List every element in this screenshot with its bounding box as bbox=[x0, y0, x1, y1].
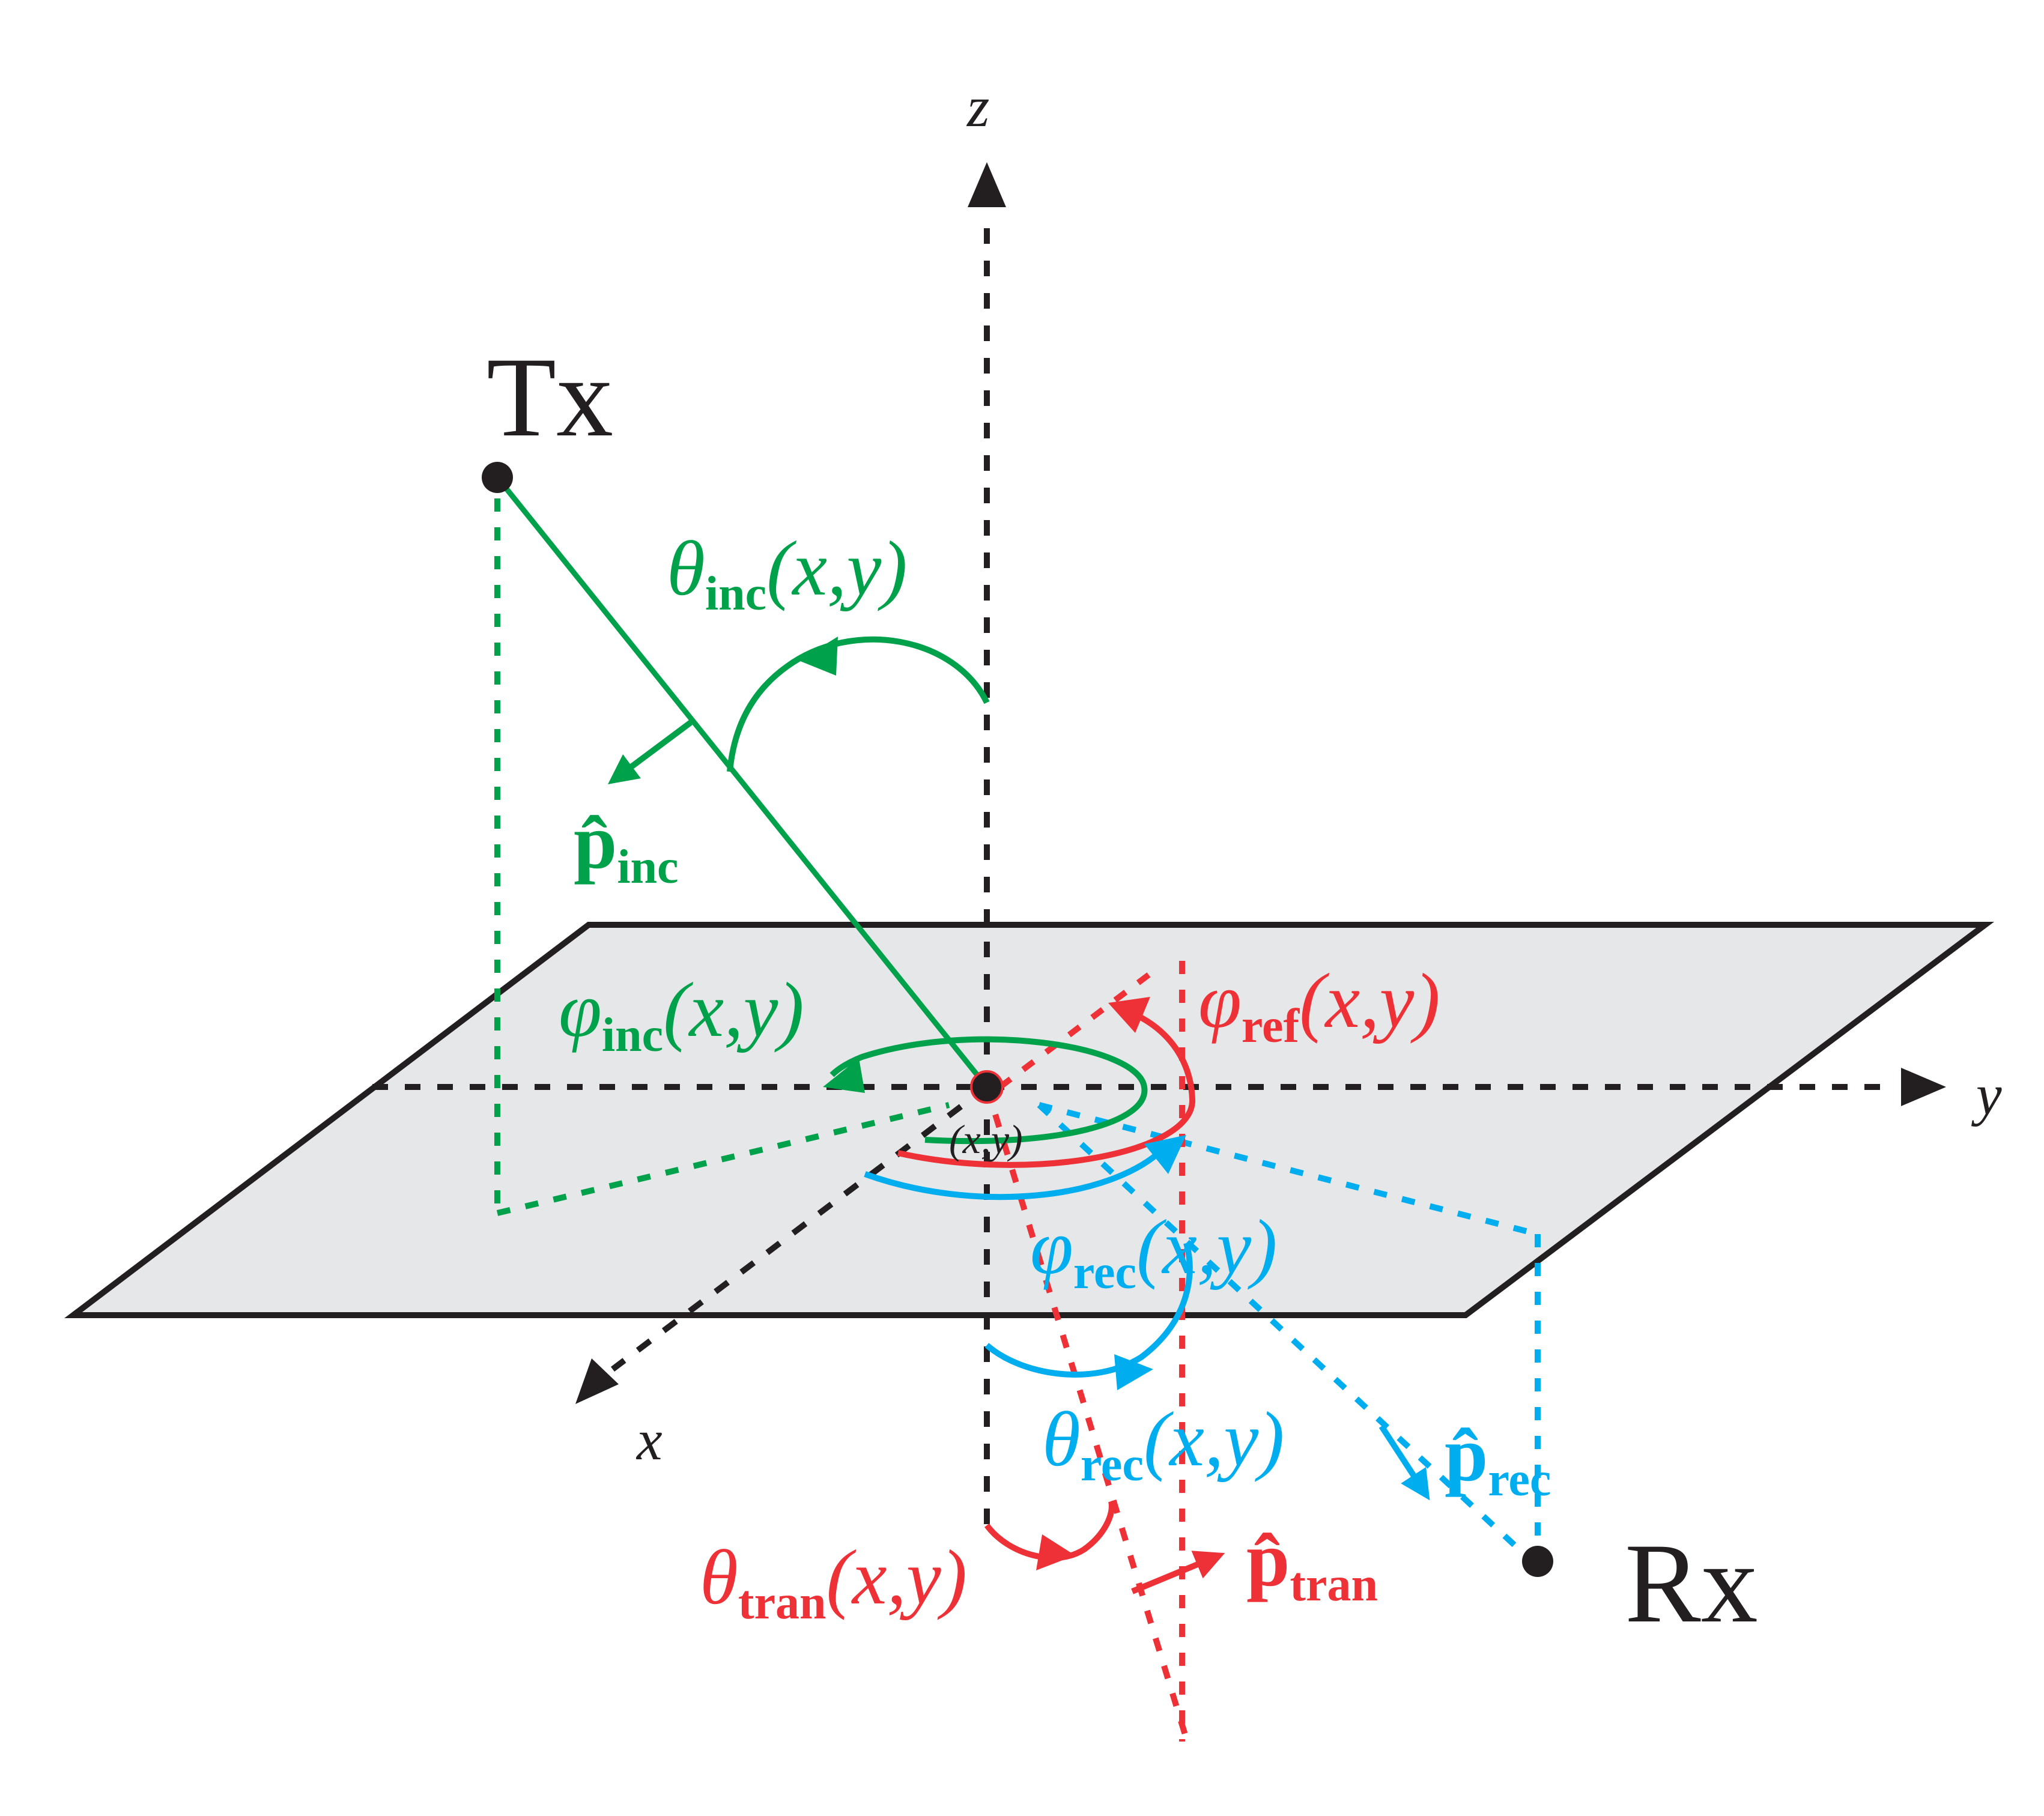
phi-inc-subscript: inc bbox=[602, 1009, 663, 1062]
reflected-ray bbox=[1037, 1103, 1528, 1558]
ref-direction-line bbox=[998, 964, 1162, 1089]
theta-rec-argument: (x,y) bbox=[1144, 1396, 1284, 1483]
theta-inc-symbol: θ bbox=[667, 525, 705, 612]
transmission-lines bbox=[984, 961, 1189, 1742]
phi-inc-arc bbox=[829, 1036, 1148, 1145]
phi-rec-symbol: φ bbox=[1030, 1204, 1073, 1291]
tx-label: Tx bbox=[487, 334, 613, 461]
y-axis-arrowhead bbox=[1901, 1068, 1946, 1106]
theta-tran-argument: (x,y) bbox=[826, 1534, 967, 1621]
rx-point bbox=[1522, 1546, 1553, 1577]
phi-inc-label: φinc(x,y) bbox=[559, 967, 804, 1062]
phi-ref-subscript: ref bbox=[1242, 1000, 1300, 1053]
phi-ref-label: φref(x,y) bbox=[1198, 958, 1440, 1053]
theta-tran-arrowhead bbox=[1036, 1534, 1075, 1570]
phi-rec-subscript: rec bbox=[1073, 1246, 1136, 1299]
tx-ground-projection bbox=[496, 1102, 950, 1216]
axis-arrowheads bbox=[575, 162, 1946, 1404]
theta-tran-label: θtran(x,y) bbox=[700, 1534, 967, 1629]
rx-projection bbox=[1037, 1102, 1541, 1558]
p-inc-symbol: p̂ bbox=[574, 799, 617, 885]
origin-point bbox=[970, 1070, 1004, 1104]
p-rec-subscript: rec bbox=[1488, 1453, 1551, 1506]
theta-rec-arrowhead bbox=[1114, 1354, 1153, 1390]
phi-rec-label: φrec(x,y) bbox=[1030, 1204, 1277, 1299]
origin-label: (x,y) bbox=[949, 1116, 1023, 1162]
x-axis-line bbox=[610, 1085, 989, 1372]
y-axis-label: y bbox=[1971, 1062, 2002, 1127]
z-axis-label: z bbox=[966, 74, 989, 139]
p-tran-label: p̂tran bbox=[1246, 1516, 1378, 1611]
theta-rec-symbol: θ bbox=[1042, 1396, 1081, 1483]
phi-ref-symbol: φ bbox=[1198, 958, 1242, 1044]
p-inc-label: p̂inc bbox=[574, 799, 679, 894]
phi-rec-arrowhead bbox=[1144, 1135, 1186, 1174]
z-axis-arrowhead bbox=[968, 162, 1006, 207]
phi-rec-argument: (x,y) bbox=[1136, 1204, 1277, 1291]
p-rec-arrow bbox=[1378, 1424, 1430, 1501]
theta-rec-arc bbox=[984, 1242, 1193, 1378]
phi-ref-arc bbox=[897, 1009, 1196, 1168]
theta-inc-subscript: inc bbox=[705, 568, 766, 620]
theta-tran-symbol: θ bbox=[700, 1534, 738, 1621]
theta-inc-label: θinc(x,y) bbox=[667, 525, 908, 620]
p-inc-arrow bbox=[607, 719, 693, 784]
p-inc-subscript: inc bbox=[617, 841, 678, 894]
x-axis-label: x bbox=[635, 1408, 663, 1472]
phi-ref-argument: (x,y) bbox=[1299, 958, 1440, 1044]
p-rec-label: p̂rec bbox=[1445, 1411, 1551, 1506]
theta-tran-subscript: tran bbox=[738, 1576, 826, 1629]
theta-inc-argument: (x,y) bbox=[766, 525, 907, 612]
p-tran-arrow bbox=[1131, 1551, 1225, 1594]
theta-inc-arrowhead bbox=[799, 637, 838, 676]
incident-ray bbox=[495, 476, 989, 1089]
rx-label: Rx bbox=[1625, 1521, 1758, 1647]
theta-rec-label: θrec(x,y) bbox=[1042, 1396, 1284, 1491]
p-tran-subscript: tran bbox=[1290, 1558, 1378, 1611]
surface-plane bbox=[64, 922, 1994, 1318]
tx-projection bbox=[494, 498, 950, 1216]
phi-inc-argument: (x,y) bbox=[663, 967, 804, 1053]
tx-point bbox=[482, 462, 513, 493]
phi-ref-arrowhead bbox=[1108, 997, 1150, 1033]
phi-inc-arrowhead bbox=[823, 1058, 865, 1093]
x-axis-arrowhead bbox=[575, 1358, 619, 1404]
phi-rec-arc bbox=[864, 1145, 1168, 1200]
p-rec-symbol: p̂ bbox=[1445, 1411, 1488, 1498]
theta-rec-subscript: rec bbox=[1081, 1438, 1144, 1491]
theta-tran-arc bbox=[984, 1500, 1115, 1561]
phi-inc-symbol: φ bbox=[559, 967, 602, 1053]
p-tran-symbol: p̂ bbox=[1246, 1516, 1290, 1603]
theta-inc-arc bbox=[727, 636, 990, 772]
